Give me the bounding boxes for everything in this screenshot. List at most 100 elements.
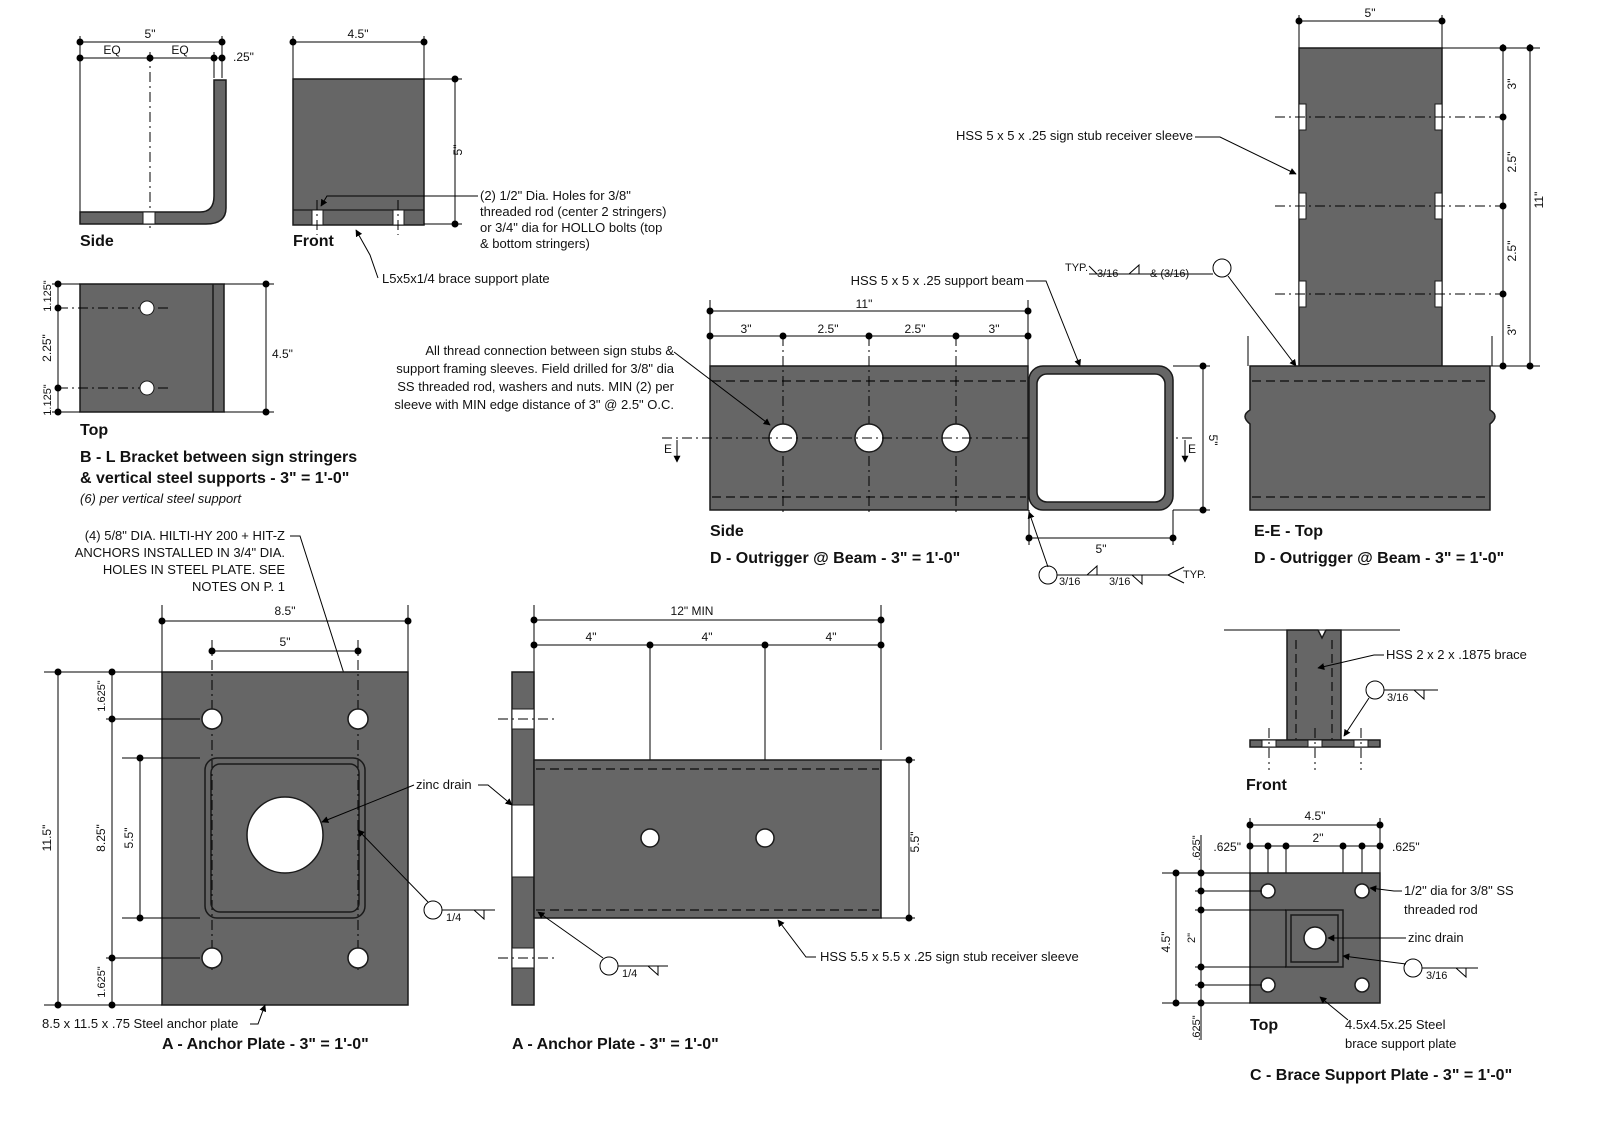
- dim-label: 1.125": [42, 384, 54, 416]
- dim-label: 5": [145, 27, 156, 41]
- outrigger-side-view: 11" 3" 2.5" 2.5" 3" E E 5" 5" HSS 5 x 5 …: [394, 258, 1297, 588]
- dim-label: 2.5": [818, 322, 839, 336]
- note-line: threaded rod (center 2 stringers): [480, 204, 666, 219]
- detail-title: B - L Bracket between sign stringers: [80, 449, 357, 466]
- angle-profile: [79, 79, 227, 225]
- bracket-side-view: 5" EQ EQ .25" Side: [76, 27, 254, 250]
- weld-size: 3/16: [1387, 692, 1408, 704]
- weld-size: 3/16: [1059, 576, 1080, 588]
- brace-front-view: HSS 2 x 2 x .1875 brace 3/16 Front: [1224, 629, 1527, 794]
- brace-top-view: 4.5" .625" 2" .625" 4.5" .625" 2" .625" …: [1159, 809, 1514, 1084]
- detail-title: D - Outrigger @ Beam - 3" = 1'-0": [710, 550, 960, 567]
- angle-face: [292, 78, 425, 226]
- dim-label: 1.625": [96, 966, 108, 998]
- rod-hole: [640, 828, 660, 848]
- dim-label: 3": [1505, 79, 1519, 90]
- dim-label: 2": [1313, 831, 1324, 845]
- sleeve-label: HSS 5 x 5 x .25 sign stub receiver sleev…: [956, 128, 1193, 143]
- note-line: L5x5x1/4 brace support plate: [382, 271, 550, 286]
- rod-hole: [1354, 883, 1370, 899]
- dim-label: .625": [1191, 835, 1203, 860]
- dim-label: 4.5": [1305, 809, 1326, 823]
- weld-size: 3/16: [1109, 576, 1130, 588]
- dim-label: 11.5": [40, 825, 54, 852]
- dim-label: 4.5": [348, 27, 369, 41]
- dim-label: 2.5": [1505, 152, 1519, 173]
- beam-label: HSS 5 x 5 x .25 support beam: [851, 273, 1024, 288]
- anchor-hole: [347, 708, 369, 730]
- section-mark: E: [664, 442, 672, 456]
- bracket-top-view: 1.125" 2.25" 1.125" 4.5" Top B - L Brack…: [40, 280, 357, 506]
- dim-label: 3": [741, 322, 752, 336]
- drain-hole: [1303, 926, 1327, 950]
- view-label: Side: [80, 233, 114, 250]
- bolt-hole: [139, 380, 155, 396]
- note-line: 4.5x4.5x.25 Steel: [1345, 1017, 1446, 1032]
- bolt-hole: [142, 211, 156, 225]
- dim-label: 5": [451, 145, 465, 156]
- view-label: Front: [1246, 777, 1288, 794]
- note-line: or 3/4" dia for HOLLO bolts (top: [480, 220, 662, 235]
- dim-label: 2.25": [40, 334, 54, 362]
- detail-title: A - Anchor Plate - 3" = 1'-0": [512, 1036, 719, 1053]
- dim-label: 2": [1186, 933, 1198, 943]
- note-line: (2) 1/2" Dia. Holes for 3/8": [480, 188, 631, 203]
- weld-typ: TYP.: [1183, 569, 1206, 581]
- dim-label: 5": [1096, 542, 1107, 556]
- note-line: SS threaded rod, washers and nuts. MIN (…: [397, 379, 674, 394]
- section-mark: E: [1188, 442, 1196, 456]
- dim-label: 4": [702, 630, 713, 644]
- weld-size: 3/16: [1097, 268, 1118, 280]
- drain-label: zinc drain: [1408, 930, 1464, 945]
- dim-label: 4.5": [272, 347, 293, 361]
- note-line: (4) 5/8" DIA. HILTI-HY 200 + HIT-Z: [85, 528, 285, 543]
- dim-label: .25": [233, 50, 254, 64]
- bolt-hole: [139, 300, 155, 316]
- dim-label: 5": [280, 635, 291, 649]
- hss-brace: [1286, 629, 1342, 741]
- plate-label: 8.5 x 11.5 x .75 Steel anchor plate: [42, 1016, 238, 1031]
- dim-label: 3": [1505, 325, 1519, 336]
- dim-label: 4": [826, 630, 837, 644]
- anchor-hole: [201, 708, 223, 730]
- anchor-plate-view: (4) 5/8" DIA. HILTI-HY 200 + HIT-Z ANCHO…: [40, 528, 495, 1053]
- view-label: Top: [1250, 1017, 1278, 1034]
- view-label: Top: [80, 422, 108, 439]
- detail-subtitle: (6) per vertical steel support: [80, 491, 243, 506]
- dim-label: 2.5": [1505, 241, 1519, 262]
- weld-size: 1/4: [622, 968, 637, 980]
- anchor-plate-side-view: 12" MIN 4" 4" 4" 5.5" 1/4 HSS 5.5 x 5.5 …: [478, 604, 1079, 1053]
- dim-label: 1.125": [42, 280, 54, 312]
- drain-label: zinc drain: [416, 777, 472, 792]
- dim-label: 4.5": [1159, 932, 1173, 953]
- dim-label: 11": [856, 297, 873, 311]
- sleeve-label: HSS 5.5 x 5.5 x .25 sign stub receiver s…: [820, 949, 1079, 964]
- note-line: HOLES IN STEEL PLATE. SEE: [103, 562, 285, 577]
- dim-label: 1.625": [96, 680, 108, 712]
- anchor-hole: [347, 947, 369, 969]
- rod-hole: [1260, 977, 1276, 993]
- drain-hole: [246, 796, 324, 874]
- anchor-hole: [201, 947, 223, 969]
- detail-title: & vertical steel supports - 3" = 1'-0": [80, 470, 349, 487]
- dim-label: 5": [1206, 435, 1220, 446]
- note-line: ANCHORS INSTALLED IN 3/4" DIA.: [75, 545, 285, 560]
- note-line: All thread connection between sign stubs…: [425, 343, 674, 358]
- dim-label: 8.25": [94, 824, 108, 852]
- brace-label: HSS 2 x 2 x .1875 brace: [1386, 647, 1527, 662]
- section-ee-view: 5" 3" 2.5" 2.5" 3" 11" HSS 5 x 5 x .25 s…: [956, 6, 1546, 567]
- dim-label: .625": [1213, 840, 1241, 854]
- note-line: NOTES ON P. 1: [192, 579, 285, 594]
- dim-label: 3": [989, 322, 1000, 336]
- receiver-sleeve-side: [533, 759, 882, 919]
- dim-label: EQ: [103, 43, 120, 57]
- view-label: Side: [710, 523, 744, 540]
- weld-typ: TYP.: [1065, 262, 1088, 274]
- dim-label: .625": [1392, 840, 1420, 854]
- receiver-sleeve-section: [1298, 47, 1443, 367]
- detail-title: C - Brace Support Plate - 3" = 1'-0": [1250, 1067, 1512, 1084]
- rod-hole: [1354, 977, 1370, 993]
- dim-label: EQ: [171, 43, 188, 57]
- dim-label: .625": [1191, 1015, 1203, 1040]
